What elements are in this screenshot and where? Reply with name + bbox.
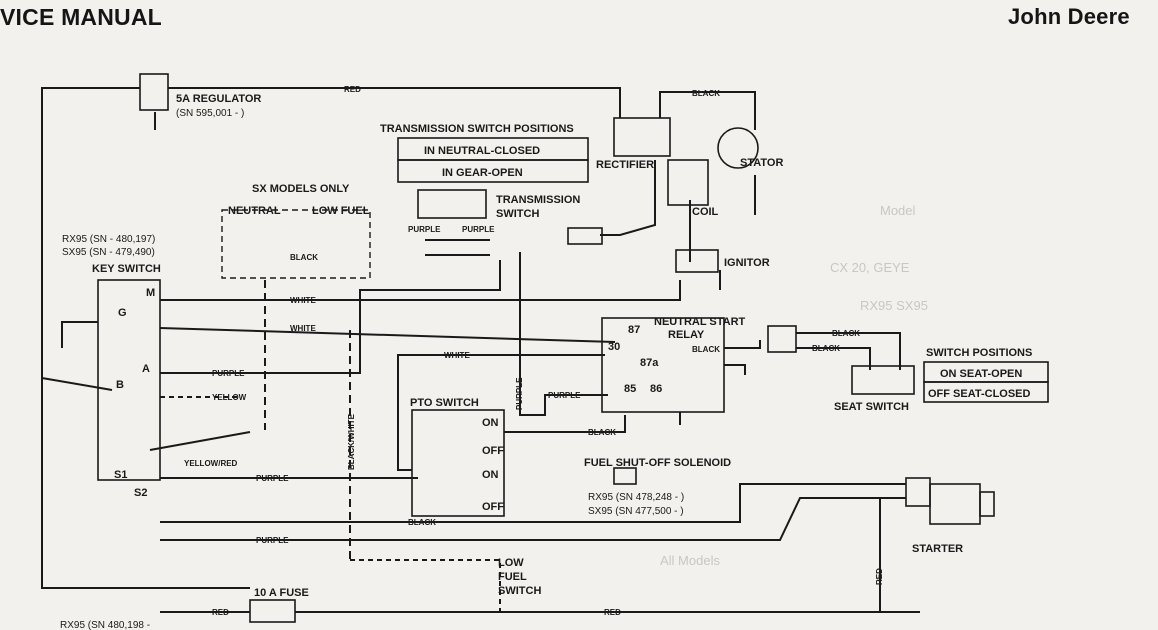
- bottom-sn: RX95 (SN 480,198 -: [60, 620, 150, 630]
- wire-purple-trans-1: PURPLE: [408, 225, 441, 234]
- trans-pos-neutral: IN NEUTRAL-CLOSED: [424, 145, 540, 157]
- wire-yellow-red: YELLOW/RED: [184, 459, 238, 468]
- wire-red-bottom: RED: [212, 608, 229, 617]
- sx95-fuel-sn: SX95 (SN 477,500 - ): [588, 506, 684, 517]
- wire-purple-bottom: PURPLE: [256, 536, 289, 545]
- trans-switch-label: SWITCH: [496, 208, 539, 220]
- component-labels: 5A REGULATOR (SN 595,001 - ) TRANSMISSIO…: [60, 93, 1049, 630]
- seat-pos-off: OFF SEAT-CLOSED: [928, 388, 1031, 400]
- neutral-lamp-label: NEUTRAL: [228, 205, 281, 217]
- seat-switch-label: SEAT SWITCH: [834, 401, 909, 413]
- low-fuel-switch-2: FUEL: [498, 571, 527, 583]
- pto-switch-label: PTO SWITCH: [410, 397, 479, 409]
- background-text: Model CX 20, GEYE RX95 SX95 All Models: [660, 203, 928, 568]
- wire-purple-a: PURPLE: [212, 369, 245, 378]
- wire-purple-relay: PURPLE: [548, 391, 581, 400]
- component-shapes: [139, 73, 759, 273]
- relay-87a: 87a: [640, 357, 659, 369]
- pto-off-1: OFF: [482, 445, 504, 457]
- relay-label-2: RELAY: [668, 329, 705, 341]
- bg-all-models: All Models: [660, 553, 720, 568]
- relay-86: 86: [650, 383, 662, 395]
- bg-models: RX95 SX95: [860, 298, 928, 313]
- wire-purple-trans-2: PURPLE: [462, 225, 495, 234]
- fuse-label: 10 A FUSE: [254, 587, 309, 599]
- wire-black-relay: BLACK: [692, 345, 720, 354]
- wire-paths: [41, 87, 995, 623]
- trans-positions-title: TRANSMISSION SWITCH POSITIONS: [380, 123, 574, 135]
- rx95-fuel-sn: RX95 (SN 478,248 - ): [588, 492, 684, 503]
- pto-off-2: OFF: [482, 501, 504, 513]
- regulator-label: 5A REGULATOR: [176, 93, 261, 105]
- pto-on-2: ON: [482, 469, 499, 481]
- low-fuel-switch-1: LOW: [498, 557, 524, 569]
- ignitor-label: IGNITOR: [724, 257, 770, 269]
- rectifier-label: RECTIFIER: [596, 159, 654, 171]
- wire-white-relay: WHITE: [290, 324, 316, 333]
- wire-black-lamp: BLACK: [290, 253, 318, 262]
- wire-white-pto: WHITE: [444, 351, 470, 360]
- regulator-sn: (SN 595,001 - ): [176, 108, 244, 119]
- bg-model: Model: [880, 203, 916, 218]
- pto-on-1: ON: [482, 417, 499, 429]
- wire-red-bottom-2: RED: [604, 608, 621, 617]
- wire-tags: RED BLACK BLACK WHITE WHITE WHITE PURPLE…: [184, 85, 884, 617]
- stator-label: STATOR: [740, 157, 783, 169]
- relay-30: 30: [608, 341, 620, 353]
- term-b: B: [116, 379, 124, 391]
- trans-pos-gear: IN GEAR-OPEN: [442, 167, 523, 179]
- starter-label: STARTER: [912, 543, 963, 555]
- wire-purple-vertical: PURPLE: [515, 377, 524, 410]
- wire-black-bottom: BLACK: [408, 518, 436, 527]
- sx95-key-sn: SX95 (SN - 479,490): [62, 247, 155, 258]
- low-fuel-switch-3: SWITCH: [498, 585, 541, 597]
- wire-black-top: BLACK: [692, 89, 720, 98]
- sx-models-label: SX MODELS ONLY: [252, 183, 350, 195]
- relay-87: 87: [628, 324, 640, 336]
- term-s1: S1: [114, 469, 127, 481]
- seat-positions-title: SWITCH POSITIONS: [926, 347, 1032, 359]
- term-s2: S2: [134, 487, 147, 499]
- key-switch-label: KEY SWITCH: [92, 263, 161, 275]
- wire-purple-s2: PURPLE: [256, 474, 289, 483]
- wire-black-pto: BLACK: [588, 428, 616, 437]
- fuel-solenoid-label: FUEL SHUT-OFF SOLENOID: [584, 457, 731, 469]
- coil-label: COIL: [692, 206, 719, 218]
- wire-white-m: WHITE: [290, 296, 316, 305]
- relay-85: 85: [624, 383, 636, 395]
- seat-pos-on: ON SEAT-OPEN: [940, 368, 1022, 380]
- wire-red-starter: RED: [875, 568, 884, 585]
- bg-cx: CX 20, GEYE: [830, 260, 910, 275]
- term-m: M: [146, 287, 155, 299]
- wire-black-seat-2: BLACK: [812, 344, 840, 353]
- term-a: A: [142, 363, 150, 375]
- rx95-key-sn: RX95 (SN - 480,197): [62, 234, 155, 245]
- wire-red-top: RED: [344, 85, 361, 94]
- wire-black-seat-1: BLACK: [832, 329, 860, 338]
- relay-label-1: NEUTRAL START: [654, 316, 746, 328]
- wire-black-white: BLACK/WHITE: [347, 413, 356, 470]
- transmission-label: TRANSMISSION: [496, 194, 580, 206]
- manual-title: VICE MANUAL: [0, 4, 162, 30]
- low-fuel-lamp-label: LOW FUEL: [312, 205, 370, 217]
- wire-yellow: YELLOW: [212, 393, 247, 402]
- brand-title: John Deere: [1008, 4, 1130, 29]
- term-g: G: [118, 307, 127, 319]
